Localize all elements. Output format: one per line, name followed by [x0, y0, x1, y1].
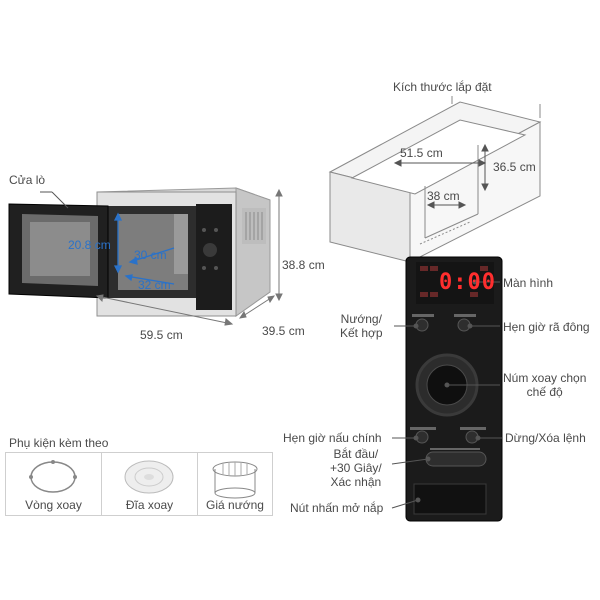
display-readout: 0:00 [439, 270, 496, 295]
installation-cabinet [328, 96, 542, 263]
accessory-label: Đĩa xoay [125, 498, 174, 512]
oven-door [8, 203, 109, 299]
start-callout: Bắt đầu/ +30 Giây/ Xác nhận [330, 447, 382, 489]
accessories-title: Phụ kiện kèm theo [9, 436, 109, 450]
door-button-callout: Nút nhấn mở nắp [290, 501, 384, 515]
oven-width-label: 59.5 cm [140, 328, 183, 342]
display-callout: Màn hình [503, 276, 554, 290]
bake-callout: Nướng/ Kết hợp [340, 312, 383, 340]
control-panel [405, 256, 503, 522]
accessory-glass-plate: Đĩa xoay [101, 452, 198, 516]
glass-plate-icon [124, 460, 174, 494]
accessory-turntable-ring: Vòng xoay [5, 452, 102, 516]
cavity-depth-label: 30 cm [134, 248, 167, 262]
oven-height-label: 38.8 cm [282, 258, 325, 272]
turntable-ring-icon [29, 460, 77, 493]
door-label: Cửa lò [9, 173, 46, 187]
callout-lines [391, 279, 502, 509]
stop-clear-callout: Dừng/Xóa lệnh [505, 431, 586, 445]
defrost-timer-callout: Hẹn giờ rã đông [503, 320, 590, 334]
grill-rack-icon [212, 461, 258, 499]
accessory-label: Giá nướng [206, 498, 264, 512]
cavity-width-label: 32 cm [138, 278, 171, 292]
install-depth-label: 38 cm [427, 189, 460, 203]
cabinet-dimension-lines [393, 143, 489, 209]
install-height-label: 36.5 cm [493, 160, 536, 174]
mode-dial-callout: Núm xoay chọn chế độ [503, 371, 587, 399]
cavity-height-label: 20.8 cm [68, 238, 111, 252]
install-title: Kích thước lắp đặt [393, 80, 492, 94]
oven-outer-dimension-lines [95, 188, 283, 326]
cook-timer-callout: Hẹn giờ nấu chính [283, 431, 382, 445]
accessory-label: Vòng xoay [25, 498, 82, 512]
door-pointer-line [51, 191, 69, 209]
oven-depth-label: 39.5 cm [262, 324, 305, 338]
oven-body [96, 187, 271, 317]
install-width-label: 51.5 cm [400, 146, 443, 160]
accessory-grill-rack: Giá nướng [197, 452, 273, 516]
oven-dimension-lines [113, 212, 175, 285]
